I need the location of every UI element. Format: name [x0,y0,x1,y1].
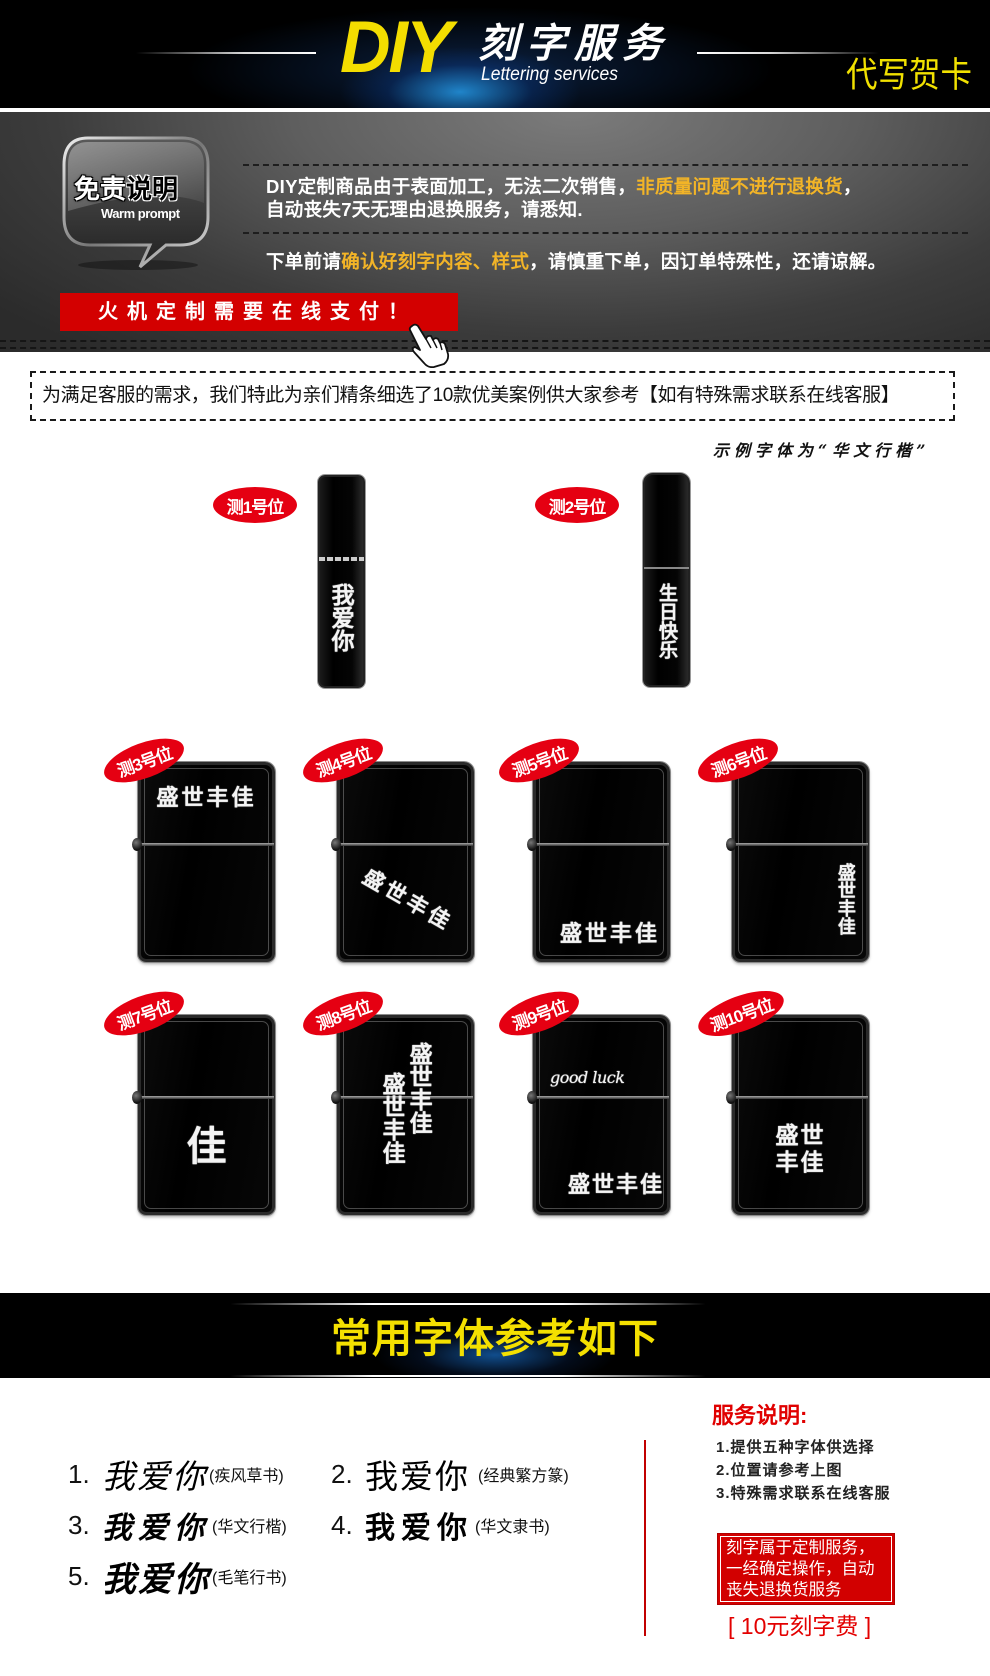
hinge-icon [331,1091,341,1104]
hinge-icon [527,1091,537,1104]
section-divider-vertical [644,1440,646,1636]
disclaimer-line-3-highlight: 确认好刻字内容、样式 [341,251,530,272]
disclaimer-line-1-text: DIY定制商品由于表面加工，无法二次销售， [266,176,637,197]
dashed-divider [0,347,990,349]
font-option-sample: 我爱你 [102,1511,210,1546]
disclaimer-title: 免责说明 [74,175,178,203]
engraving-text: 盛世丰佳 [834,863,856,935]
position-badge-2: 测2号位 [535,487,619,523]
font-option-1[interactable]: 1. 我爱你 (疾风草书) [68,1454,284,1496]
font-option-sample: 我爱你 [102,1457,207,1496]
fonts-section-title: 常用字体参考如下 [331,1317,659,1361]
font-option-number: 3. [68,1509,90,1540]
header-title-diy: DIY [340,6,453,88]
banner-line-top [230,1303,706,1305]
disclaimer-line-3-post: ，请慎重下单，因订单特殊性，还请谅解。 [529,251,887,272]
service-item-1: 1.提供五种字体供选择 [716,1439,875,1456]
example-lighter-3[interactable]: 盛世丰佳 测3号位 [98,729,275,962]
example-lighter-9[interactable]: good luck 盛世丰佳 测9号位 [493,982,670,1215]
font-option-2[interactable]: 2. 我爱你 (经典繁方篆) [331,1454,569,1496]
hinge-icon [726,838,736,851]
example-lighter-4[interactable]: 盛世丰佳 测4号位 [297,729,474,962]
font-option-sample: 我爱你 [102,1559,210,1600]
engraving-text: 盛世丰佳 [560,921,661,947]
lighter-lid-line [644,567,689,569]
font-option-name: (疾风草书) [209,1468,284,1485]
font-option-4[interactable]: 4. 我爱你 (华文隶书) [331,1505,550,1547]
hinge-icon [331,838,341,851]
hinge-icon [527,838,537,851]
custom-service-warning: 刻字属于定制服务，一经确定操作，自动丧失退换货服务 [717,1533,895,1605]
engraving-text: 盛世丰佳 [156,785,257,811]
example-lighter-7[interactable]: 佳 测7号位 [98,982,275,1215]
engraving-text: good luck [550,1068,625,1087]
engraving-text: 生日快乐 [655,583,678,659]
hand-pointer-icon [408,323,450,368]
notice-box: 为满足客服的需求，我们特此为亲们精条细选了10款优美案例供大家参考【如有特殊需求… [30,371,955,421]
font-option-5[interactable]: 5. 我爱你 (毛笔行书) [68,1556,287,1600]
example-lighter-5[interactable]: 盛世丰佳 测5号位 [493,729,670,962]
disclaimer-line-3: 下单前请确认好刻字内容、样式，请慎重下单，因订单特殊性，还请谅解。 [266,251,886,273]
font-option-number: 2. [331,1458,353,1489]
header-divider-right [697,52,879,54]
warning-text: 刻字属于定制服务，一经确定操作，自动丧失退换货服务 [726,1539,875,1599]
font-option-sample: 我爱你 [365,1511,473,1546]
example-lighter-1[interactable]: 我爱你 [318,475,365,688]
header-title-cn: 刻字服务 [478,22,670,66]
position-badge-1: 测1号位 [213,487,297,523]
font-option-number: 5. [68,1560,90,1591]
engraving-fee: [ 10元刻字费 ] [728,1613,872,1639]
example-lighter-6[interactable]: 盛世丰佳 测6号位 [692,729,869,962]
font-option-number: 4. [331,1509,353,1540]
speech-bubble-icon [62,136,210,270]
font-option-name: (毛笔行书) [212,1570,287,1587]
dashed-divider [243,164,968,166]
engraving-text: 盛世丰佳 [405,1042,433,1134]
greeting-card-label[interactable]: 代写贺卡 [846,56,973,95]
banner-line-bottom [230,1375,706,1377]
example-lighter-2[interactable]: 生日快乐 [643,473,690,687]
disclaimer-title-part-a: 免责 [74,174,127,204]
font-option-3[interactable]: 3. 我爱你 (华文行楷) [68,1505,287,1547]
font-option-sample: 我爱你 [365,1457,470,1496]
example-lighter-8[interactable]: 盛世丰佳 盛世丰佳 测8号位 [297,982,474,1215]
font-option-name: (经典繁方篆) [478,1468,569,1485]
font-option-name: (华文行楷) [212,1519,287,1536]
notice-text: 为满足客服的需求，我们特此为亲们精条细选了10款优美案例供大家参考【如有特殊需求… [42,385,900,406]
disclaimer-line-2: 自动丧失7天无理由退换服务，请悉知. [266,199,583,220]
engraving-text: 佳 [186,1123,227,1170]
service-item-2: 2.位置请参考上图 [716,1462,843,1479]
font-option-name: (华文隶书) [475,1519,550,1536]
hinge-icon [132,838,142,851]
lighter-hinge-line [319,557,364,561]
service-item-3: 3.特殊需求联系在线客服 [716,1485,891,1502]
hinge-icon [132,1091,142,1104]
service-title: 服务说明: [712,1403,808,1428]
warning-inner-border [720,1536,892,1602]
engraving-text: 丰佳 [775,1149,826,1176]
dashed-divider [243,232,968,234]
header-separator [0,108,990,112]
disclaimer-title-part-b: 说明 [126,174,179,204]
engraving-text: 我爱你 [327,583,355,652]
disclaimer-line-1-tail: ， [842,176,862,197]
engraving-text: 盛世丰佳 [568,1172,665,1198]
header-subtitle: Lettering services [481,64,618,85]
font-option-number: 1. [68,1458,90,1489]
disclaimer-subtitle: Warm prompt [101,206,180,221]
example-font-note: 示例字体为“华文行楷” [713,441,931,460]
disclaimer-line-1-highlight: 非质量问题不进行退换货 [636,176,843,197]
dashed-divider [0,340,990,342]
engraving-text: 盛世丰佳 [378,1072,406,1164]
hinge-icon [726,1091,736,1104]
header-divider-left [136,52,316,54]
online-payment-banner[interactable]: 火机定制需要在线支付！ [60,293,458,331]
engraving-text: 盛世 [775,1122,826,1149]
disclaimer-line-3-pre: 下单前请 [266,251,342,272]
disclaimer-line-1: DIY定制商品由于表面加工，无法二次销售，非质量问题不进行退换货， [266,176,862,198]
fonts-banner: 常用字体参考如下 [0,1293,990,1378]
header-banner: DIY 刻字服务 Lettering services 代写贺卡 [0,0,990,108]
example-lighter-10[interactable]: 盛世 丰佳 测10号位 [692,981,869,1215]
